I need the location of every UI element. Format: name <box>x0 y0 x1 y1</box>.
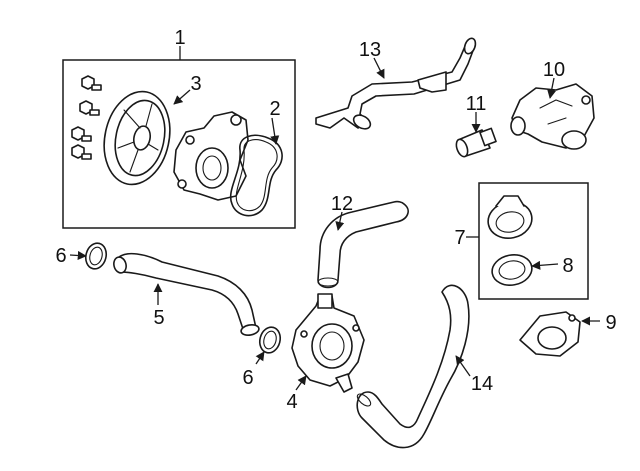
leader-12 <box>335 211 345 231</box>
thermostat[interactable] <box>485 195 536 242</box>
bolt-icon-3[interactable] <box>71 126 92 142</box>
bolt-icon-4[interactable] <box>71 144 92 160</box>
thermostat-group-box <box>478 182 589 300</box>
callout-5: 5 <box>153 307 164 329</box>
callout-12: 12 <box>331 193 353 215</box>
callout-11: 11 <box>466 93 487 115</box>
water-inlet-housing[interactable] <box>291 293 365 393</box>
water-pump-pulley[interactable] <box>96 85 178 190</box>
o-ring-lower[interactable] <box>257 325 283 355</box>
radiator-hose-long[interactable] <box>355 284 470 449</box>
callout-8: 8 <box>562 255 573 277</box>
callout-14: 14 <box>471 373 493 395</box>
thermostat-housing[interactable] <box>510 83 595 150</box>
callout-9: 9 <box>605 312 616 334</box>
water-pump-body[interactable] <box>173 111 249 201</box>
thermostat-seal[interactable] <box>490 252 535 288</box>
callout-7: 7 <box>454 227 465 249</box>
leader-6b <box>255 351 265 365</box>
callout-1: 1 <box>174 27 185 49</box>
leader-6a <box>69 250 87 261</box>
callout-4: 4 <box>286 391 297 413</box>
water-pump-group-box <box>62 59 296 229</box>
water-pump-gasket[interactable] <box>229 134 283 217</box>
callout-6-lower: 6 <box>242 367 253 389</box>
coolant-pipe-fitting[interactable] <box>454 127 497 158</box>
leader-2 <box>270 117 280 145</box>
callout-2: 2 <box>269 98 280 120</box>
leader-10 <box>547 77 557 99</box>
leader-14 <box>455 355 471 377</box>
water-inlet-pipe[interactable] <box>112 252 260 337</box>
callout-10: 10 <box>543 59 565 81</box>
leader-4 <box>295 375 307 391</box>
o-ring-upper[interactable] <box>83 241 109 271</box>
water-outlet-cover[interactable] <box>519 311 581 357</box>
leader-8 <box>531 260 559 270</box>
bypass-pipe[interactable] <box>315 37 477 132</box>
callout-3: 3 <box>190 73 201 95</box>
bolt-icon-1[interactable] <box>81 75 102 91</box>
leader-3 <box>173 89 191 105</box>
bolt-icon-2[interactable] <box>79 100 100 116</box>
leader-13 <box>373 57 385 79</box>
callout-6-upper: 6 <box>55 245 66 267</box>
callout-13: 13 <box>359 39 381 61</box>
